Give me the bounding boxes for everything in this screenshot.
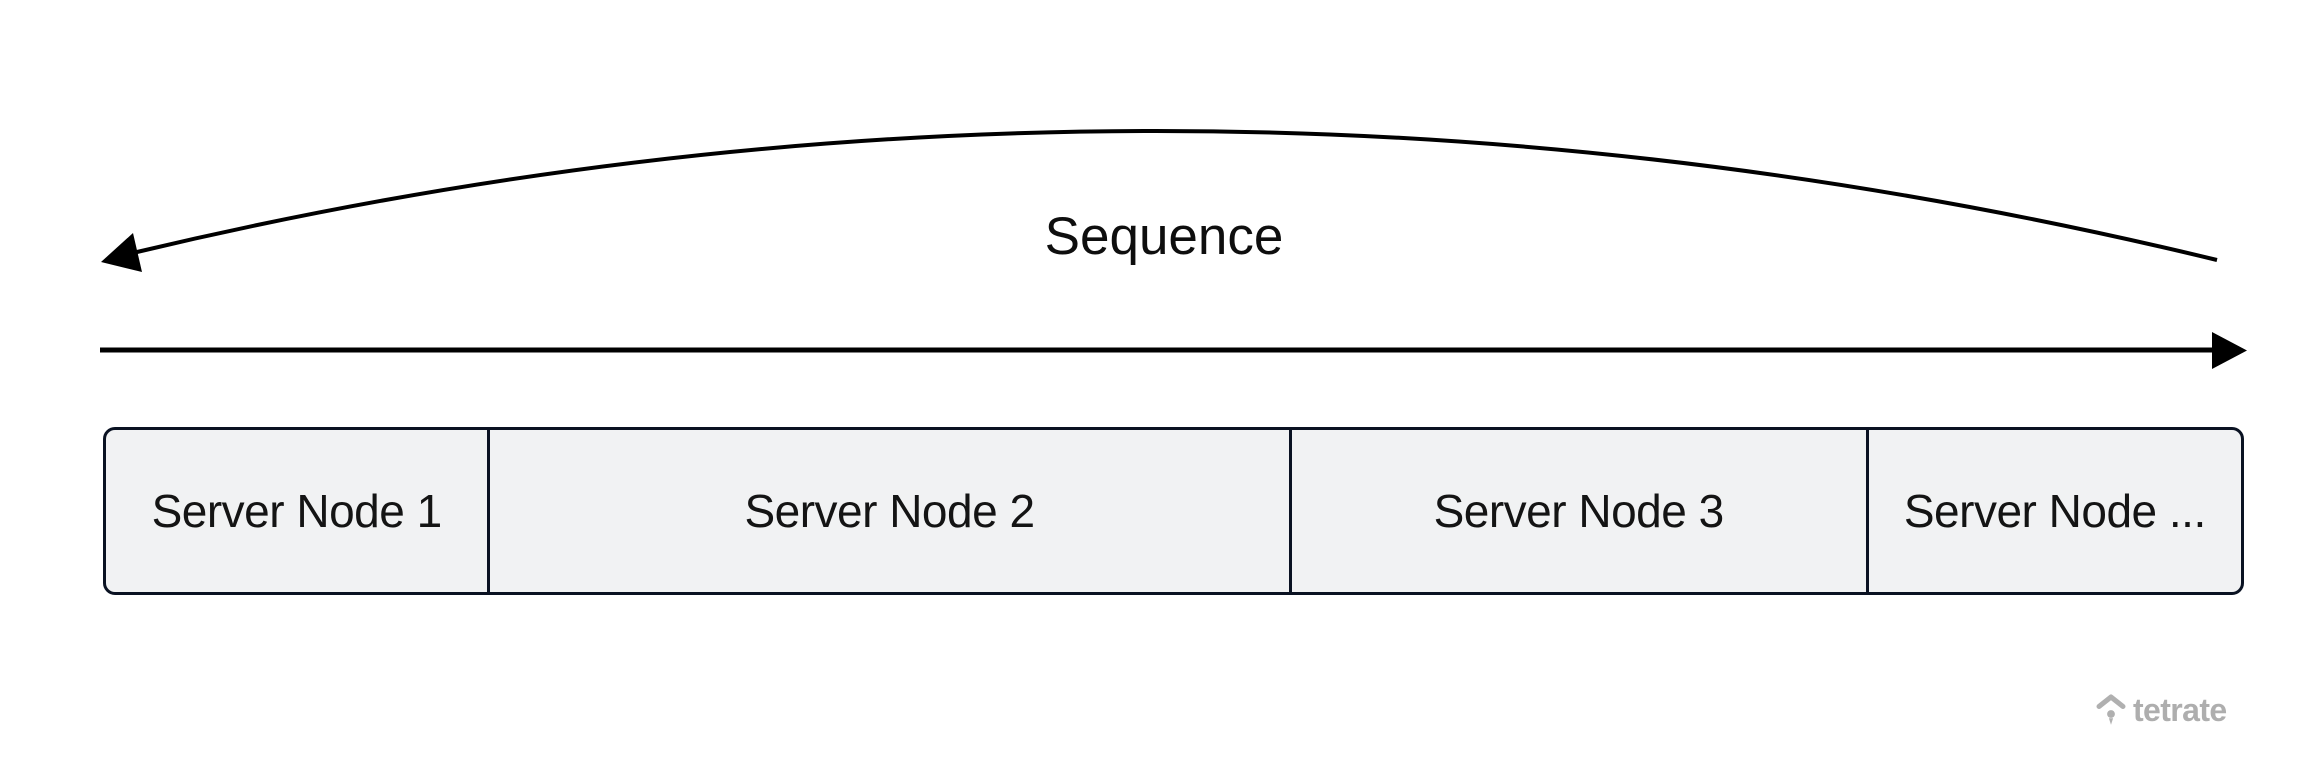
server-node-2: Server Node 2 [487,430,1288,592]
server-node-1: Server Node 1 [106,430,487,592]
tetrate-logo: tetrate [2096,694,2248,728]
server-node-label: Server Node 3 [1433,485,1725,537]
server-node-label: Server Node 2 [744,485,1035,537]
server-node-label: Server Node 1 [151,485,443,537]
tetrate-wordmark: tetrate [2133,692,2227,728]
sequence-arc [136,128,2218,262]
server-node-more: Server Node ... [1865,430,2241,592]
server-node-label: Server Node ... [1903,485,2206,537]
sequence-arc-arrowhead-icon [101,233,142,272]
sequence-label: Sequence [1044,207,1284,266]
server-node-row: Server Node 1 Server Node 2 Server Node … [103,427,2244,595]
server-node-3: Server Node 3 [1288,430,1866,592]
timeline-arrowhead-icon [2212,332,2247,369]
tetrate-mark-icon [2096,694,2126,725]
